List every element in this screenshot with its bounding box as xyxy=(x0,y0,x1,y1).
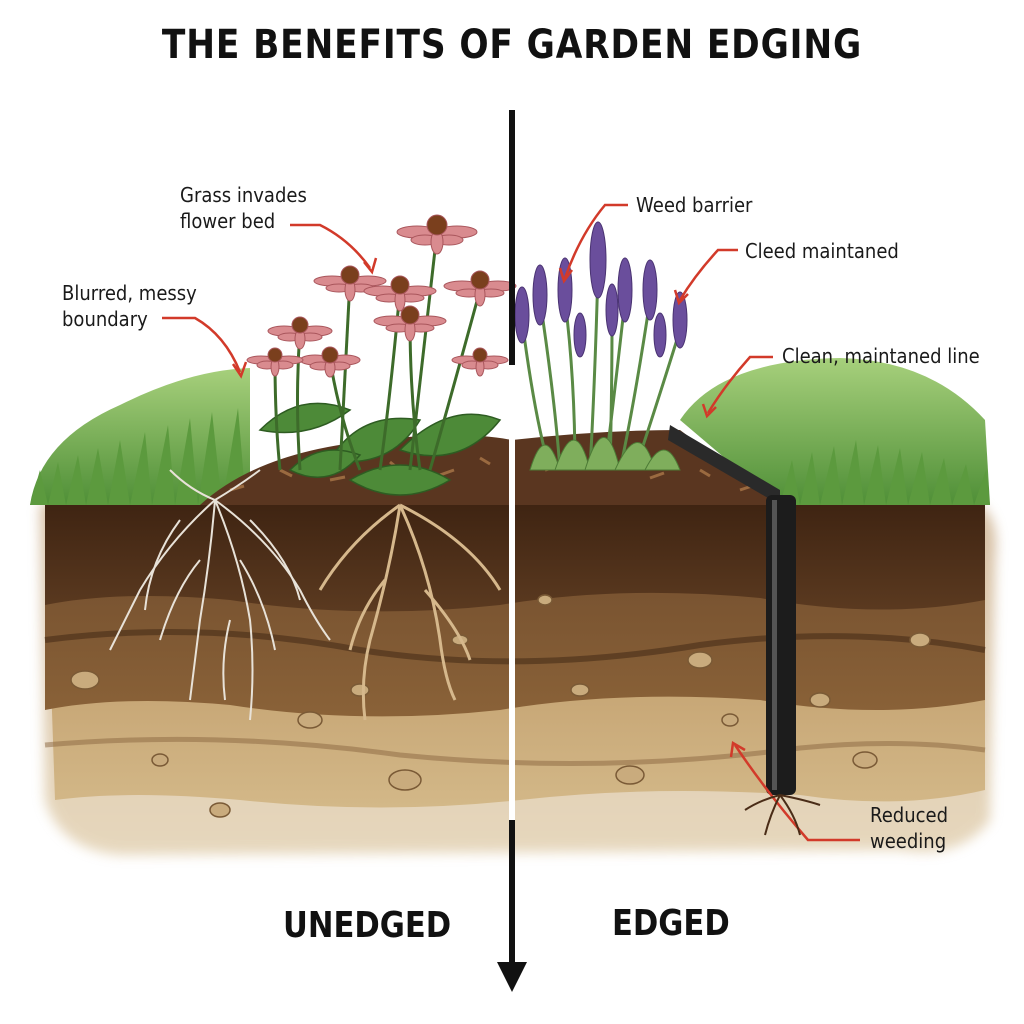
soil-layers xyxy=(40,500,996,855)
side-label-unedged: UNEDGED xyxy=(283,905,452,946)
arrow-reduced-weeding xyxy=(733,744,860,842)
arrow-weed-barrier xyxy=(563,203,628,279)
arrow-clean-line xyxy=(706,355,773,414)
label-cleed-maintaned: Cleed maintaned xyxy=(745,239,899,263)
page-title: THE BENEFITS OF GARDEN EDGING xyxy=(161,22,863,68)
arrow-cleed-maintaned xyxy=(678,248,738,301)
label-reduced-weeding-text: Reduced weeding xyxy=(870,803,949,853)
left-lawn xyxy=(30,368,250,505)
arrow-blurred-boundary xyxy=(162,316,242,373)
edging-roots xyxy=(744,794,821,836)
label-grass-invades-text: Grass invades flower bed xyxy=(180,183,307,233)
label-blurred-boundary: Blurred, messy boundary xyxy=(62,280,197,332)
divider-arrow xyxy=(497,110,527,992)
label-grass-invades: Grass invades flower bed xyxy=(180,182,307,234)
echinacea-plant xyxy=(246,214,517,496)
lavender-plant xyxy=(514,221,688,471)
right-lawn xyxy=(680,358,990,505)
edging-strip xyxy=(668,425,796,795)
grass-roots xyxy=(109,469,331,721)
label-reduced-weeding: Reduced weeding xyxy=(870,802,948,854)
flower-roots xyxy=(318,503,502,721)
annotation-arrows xyxy=(162,203,860,842)
label-blurred-boundary-text: Blurred, messy boundary xyxy=(62,281,197,331)
label-clean-line: Clean, maintaned line xyxy=(782,344,980,368)
side-label-edged: EDGED xyxy=(612,903,730,944)
label-weed-barrier: Weed barrier xyxy=(636,193,753,217)
